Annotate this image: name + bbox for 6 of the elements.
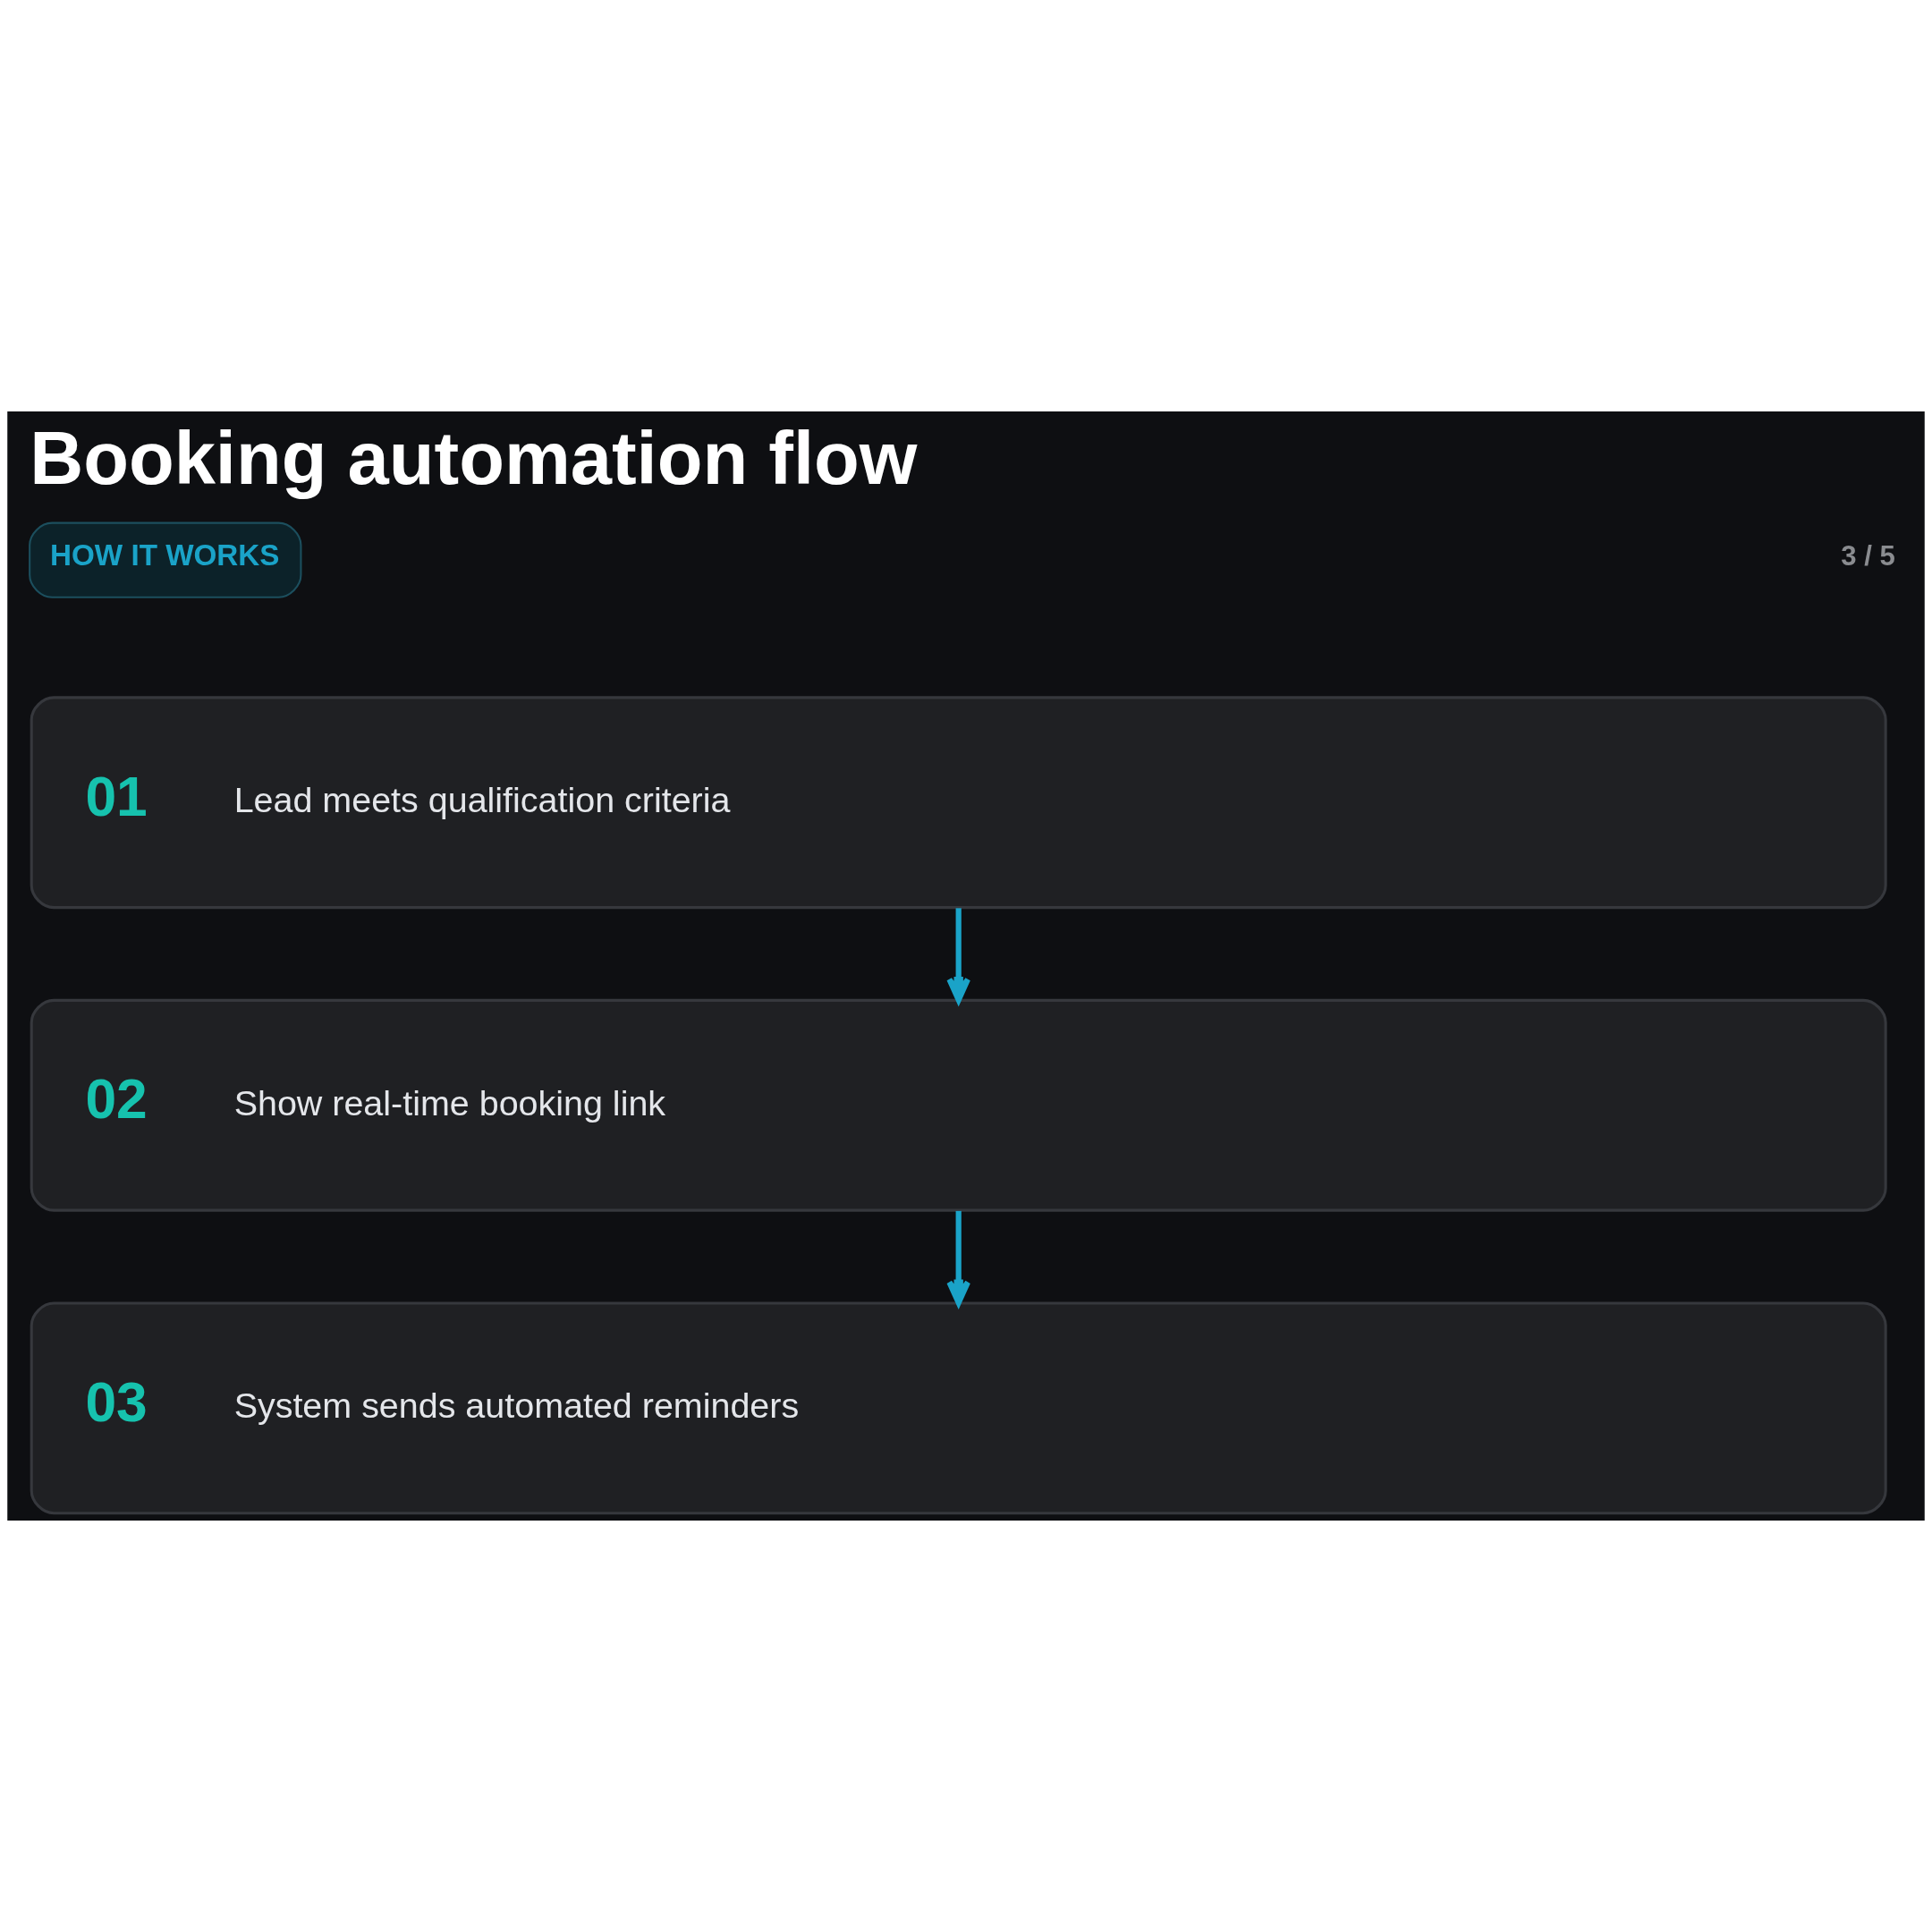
node-box: 01 Lead meets qualification criteria xyxy=(30,696,1887,910)
node-box: 02 Show real-time booking link xyxy=(30,998,1887,1212)
label: HOW IT WORKS xyxy=(50,538,280,572)
diagram-title: Booking automation flow xyxy=(30,417,918,501)
node-box: 03 System sends automated reminders xyxy=(30,1301,1887,1515)
label: 3 / 5 xyxy=(1841,540,1895,572)
